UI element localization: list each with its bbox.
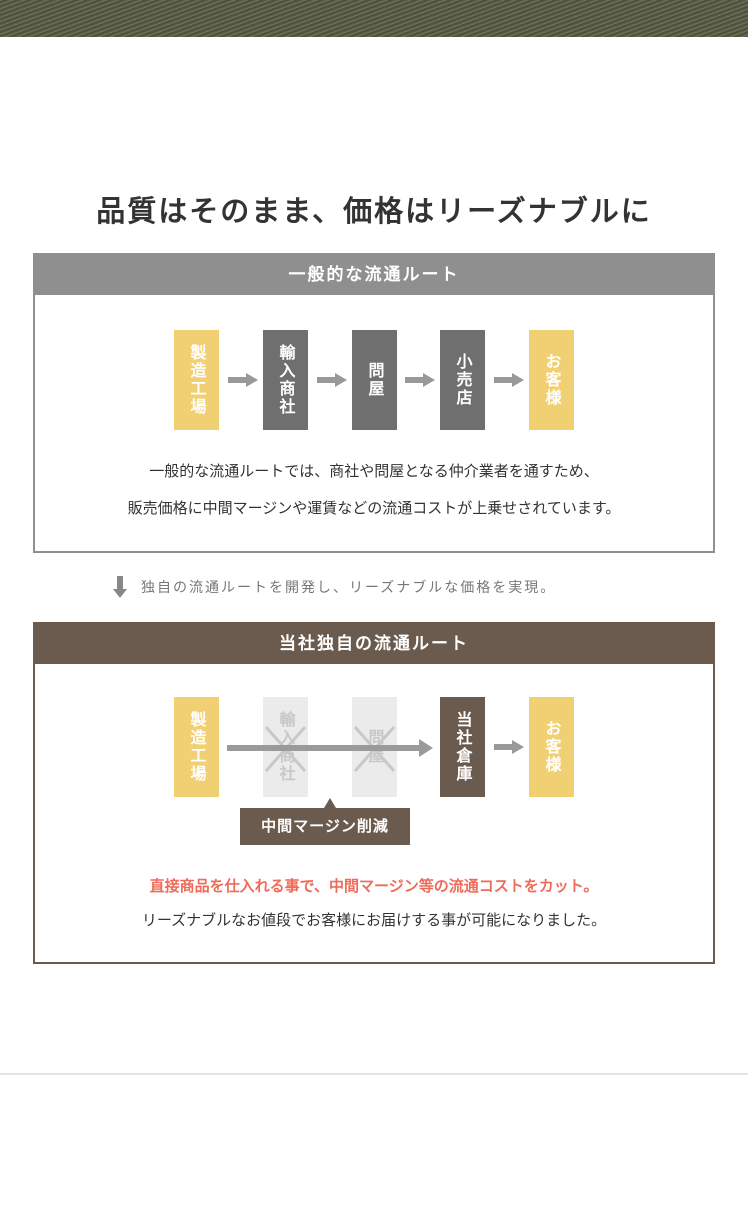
step-own-warehouse: 当社倉庫 bbox=[440, 697, 485, 797]
margin-cut-badge: 中間マージン削減 bbox=[240, 808, 410, 845]
down-arrow-icon bbox=[113, 576, 127, 598]
step-trading-company: 輸入商社 bbox=[263, 330, 308, 430]
step-wholesaler: 問屋 bbox=[352, 330, 397, 430]
arrow-icon bbox=[494, 373, 524, 387]
transition-text: 独自の流通ルートを開発し、リーズナブルな価格を実現。 bbox=[141, 580, 557, 596]
transition-note: 独自の流通ルートを開発し、リーズナブルな価格を実現。 bbox=[113, 576, 556, 598]
divider bbox=[0, 1073, 748, 1075]
step-retailer: 小売店 bbox=[440, 330, 485, 430]
own-route-panel: 当社独自の流通ルート 製造工場 輸入商社 問屋 当社倉庫 お客様 中間マージン削… bbox=[33, 622, 715, 964]
arrow-icon bbox=[405, 373, 435, 387]
highlight-text: 直接商品を仕入れる事で、中間マージン等の流通コストをカット。 bbox=[149, 877, 599, 895]
step-customer: お客様 bbox=[529, 697, 574, 797]
arrow-icon bbox=[228, 373, 258, 387]
step-factory: 製造工場 bbox=[174, 697, 219, 797]
long-arrow-icon bbox=[227, 739, 433, 757]
general-route-panel: 一般的な流通ルート 製造工場 輸入商社 問屋 小売店 お客様 一般的な流通ルート… bbox=[33, 253, 715, 553]
general-route-header: 一般的な流通ルート bbox=[35, 255, 713, 295]
general-desc-2: 販売価格に中間マージンや運賃などの流通コストが上乗せされています。 bbox=[127, 499, 621, 517]
arrow-icon bbox=[317, 373, 347, 387]
page-title: 品質はそのまま、価格はリーズナブルに bbox=[96, 194, 652, 228]
step-customer: お客様 bbox=[529, 330, 574, 430]
step-factory: 製造工場 bbox=[174, 330, 219, 430]
general-desc-1: 一般的な流通ルートでは、商社や問屋となる仲介業者を通すため、 bbox=[149, 462, 599, 480]
own-desc: リーズナブルなお値段でお客様にお届けする事が可能になりました。 bbox=[141, 911, 607, 929]
fabric-banner bbox=[0, 0, 748, 37]
own-route-header: 当社独自の流通ルート bbox=[35, 624, 713, 664]
arrow-icon bbox=[494, 740, 524, 754]
badge-pointer bbox=[324, 798, 336, 808]
